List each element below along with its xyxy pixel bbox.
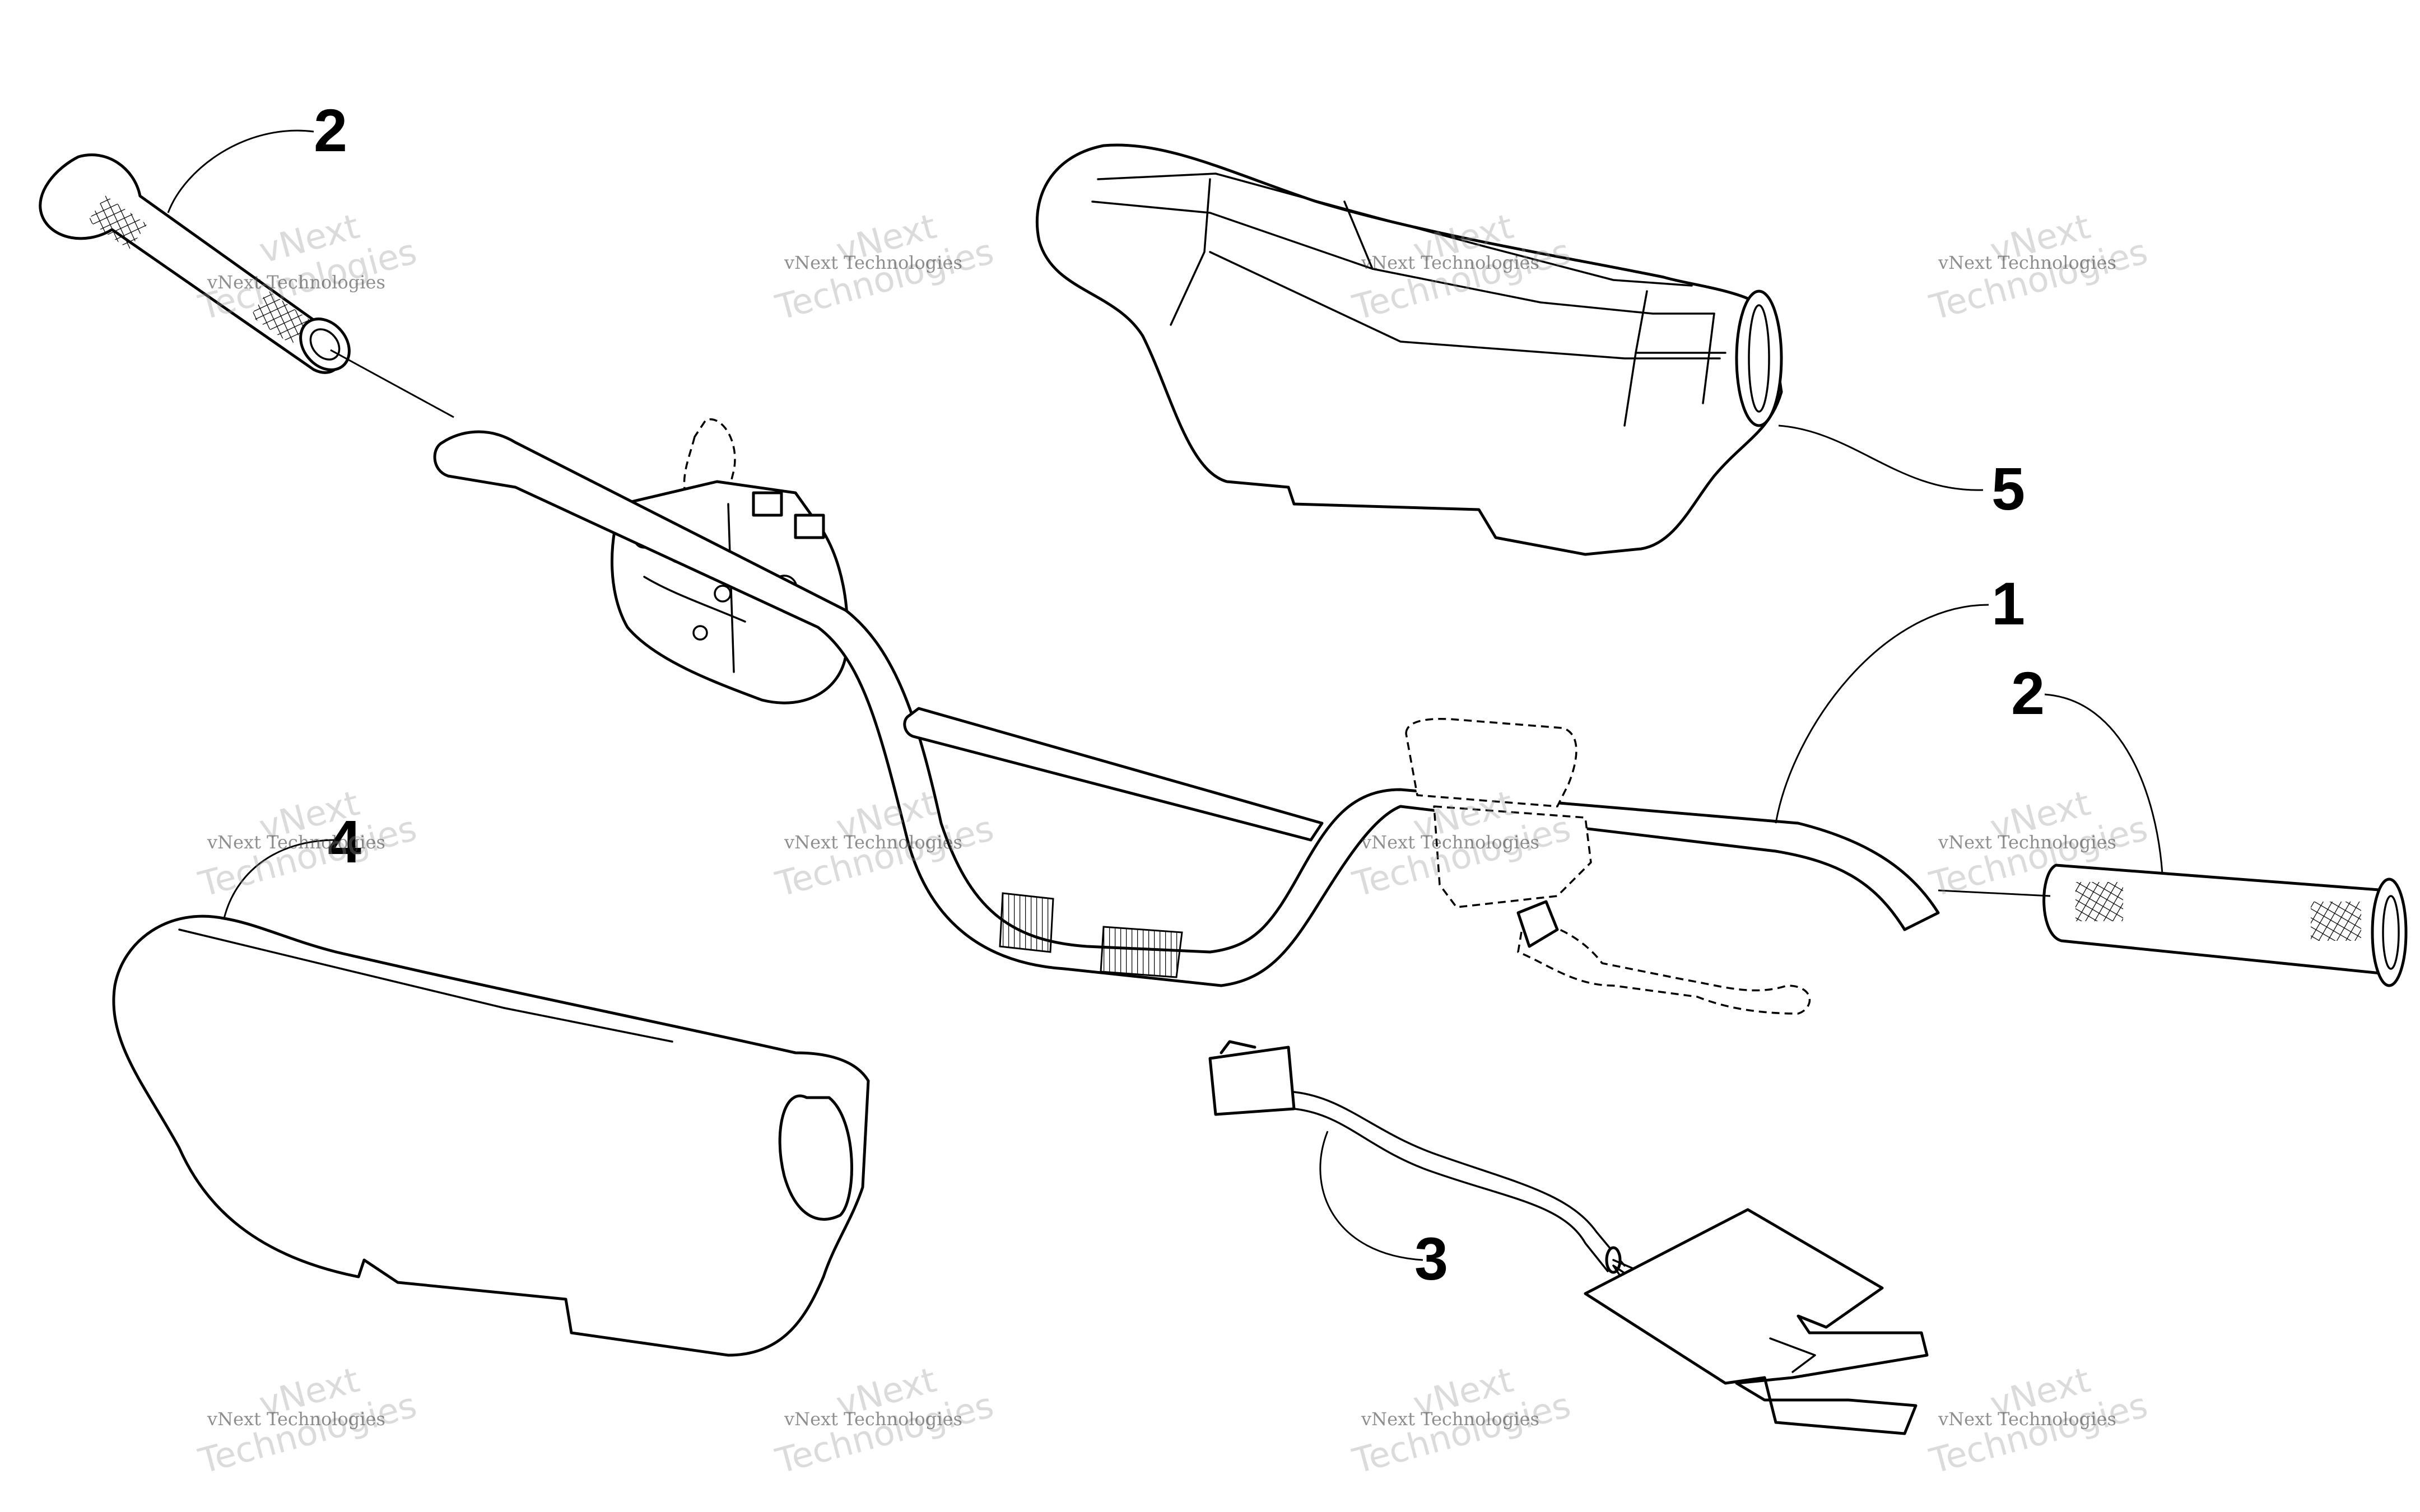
callout-grip-right: 2	[2011, 659, 2045, 727]
heater-wire-harness	[1208, 1040, 1929, 1435]
right-grip	[2042, 864, 2408, 987]
watermark-text: vNext Technologies	[207, 1408, 385, 1430]
callout-harness: 3	[1414, 1225, 1448, 1292]
watermark-text: vNext Technologies	[1361, 252, 1539, 273]
watermark-text: vNext Technologies	[784, 1408, 962, 1430]
callout-handlebar: 1	[1991, 570, 2025, 637]
watermark-text: vNext Technologies	[1361, 832, 1539, 853]
left-grip	[39, 153, 351, 374]
callout-pad-lower: 4	[328, 808, 361, 875]
upper-bar-pad	[1035, 143, 1783, 556]
watermark-text: vNext Technologies	[1361, 1408, 1539, 1430]
watermark-text: vNext Technologies	[1938, 832, 2116, 853]
callout-grip-left: 2	[314, 96, 347, 164]
callout-pad-upper: 5	[1991, 455, 2025, 522]
watermark-text: vNext Technologies	[1938, 252, 2116, 273]
watermark-text: vNext Technologies	[784, 832, 962, 853]
watermark-text: vNext Technologies	[1938, 1408, 2116, 1430]
lower-bar-pad	[112, 914, 870, 1357]
leader-lines	[167, 129, 2163, 1261]
watermark-text: vNext Technologies	[207, 832, 385, 853]
callout-labels: 1 2 2 3 4 5	[314, 96, 2045, 1292]
handlebar	[433, 418, 1940, 1015]
watermark-text: vNext Technologies	[784, 252, 962, 273]
watermark-text: vNext Technologies	[207, 272, 385, 293]
